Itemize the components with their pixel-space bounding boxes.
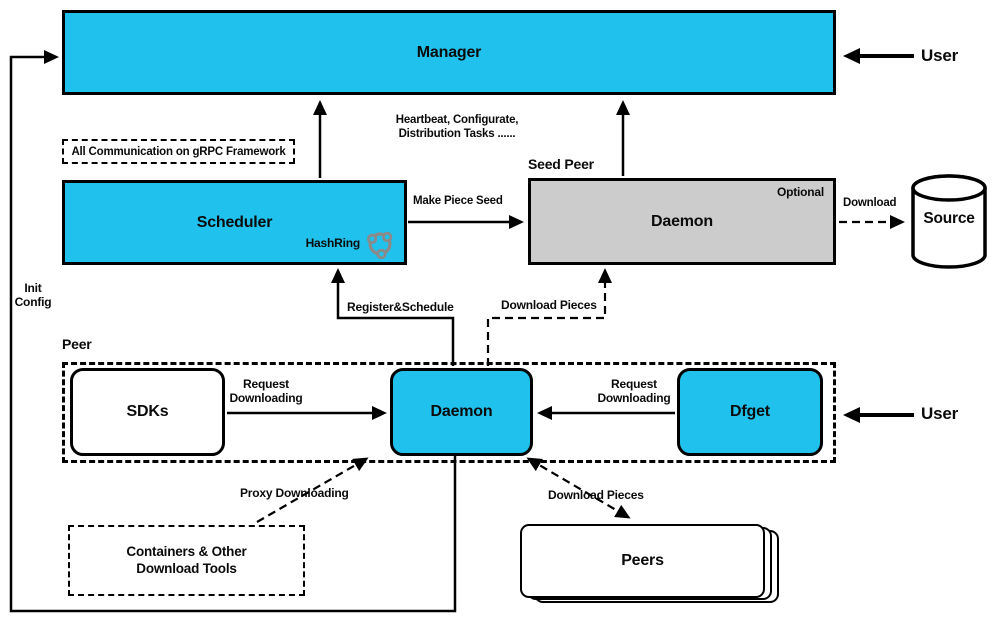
peer-daemon-node: Daemon [390, 368, 533, 456]
download-pieces-upper-label: Download Pieces [501, 298, 597, 312]
dfget-node: Dfget [677, 368, 823, 456]
seed-peer-group-label: Seed Peer [528, 156, 594, 172]
user-bottom-label: User [921, 404, 959, 423]
request-downloading-right-label: Request Downloading [597, 377, 671, 406]
register-schedule-label: Register&Schedule [347, 300, 454, 314]
init-config-label: Init Config [14, 281, 52, 310]
peers-label: Peers [621, 552, 664, 569]
sdks-node: SDKs [70, 368, 225, 456]
manager-label: Manager [416, 43, 482, 61]
download-pieces-lower-label: Download Pieces [548, 488, 644, 502]
heartbeat-label: Heartbeat, Configurate, Distribution Tas… [395, 114, 519, 140]
dfget-label: Dfget [730, 403, 770, 420]
make-piece-seed-label: Make Piece Seed [413, 195, 503, 207]
user-top-label: User [921, 46, 959, 65]
scheduler-node: Scheduler HashRing [62, 180, 407, 265]
source-label: Source [923, 210, 975, 227]
request-downloading-left-label: Request Downloading [229, 377, 303, 406]
peer-group-label: Peer [62, 336, 92, 352]
peers-node: Peers [520, 524, 765, 598]
proxy-downloading-label: Proxy Downloading [240, 486, 349, 500]
grpc-note-label: All Communication on gRPC Framework [71, 145, 286, 158]
seed-daemon-label: Daemon [651, 212, 713, 230]
manager-node: Manager [62, 10, 836, 95]
source-node: Source [909, 172, 989, 272]
sdks-label: SDKs [126, 403, 169, 420]
seed-peer-daemon-node: Optional Daemon [528, 178, 836, 265]
hashring-label: HashRing [305, 236, 361, 250]
containers-node: Containers & Other Download Tools [68, 525, 305, 596]
download-label: Download [843, 197, 897, 209]
scheduler-label: Scheduler [196, 213, 273, 231]
optional-tag: Optional [776, 185, 824, 199]
hashring-icon [366, 231, 393, 259]
arrow-register-schedule [331, 268, 455, 366]
arrow-download-pieces-upper [486, 268, 612, 366]
database-cylinder-icon [911, 174, 987, 269]
hashring-badge: HashRing [306, 227, 396, 259]
peer-daemon-label: Daemon [430, 403, 493, 420]
grpc-note: All Communication on gRPC Framework [62, 139, 295, 164]
